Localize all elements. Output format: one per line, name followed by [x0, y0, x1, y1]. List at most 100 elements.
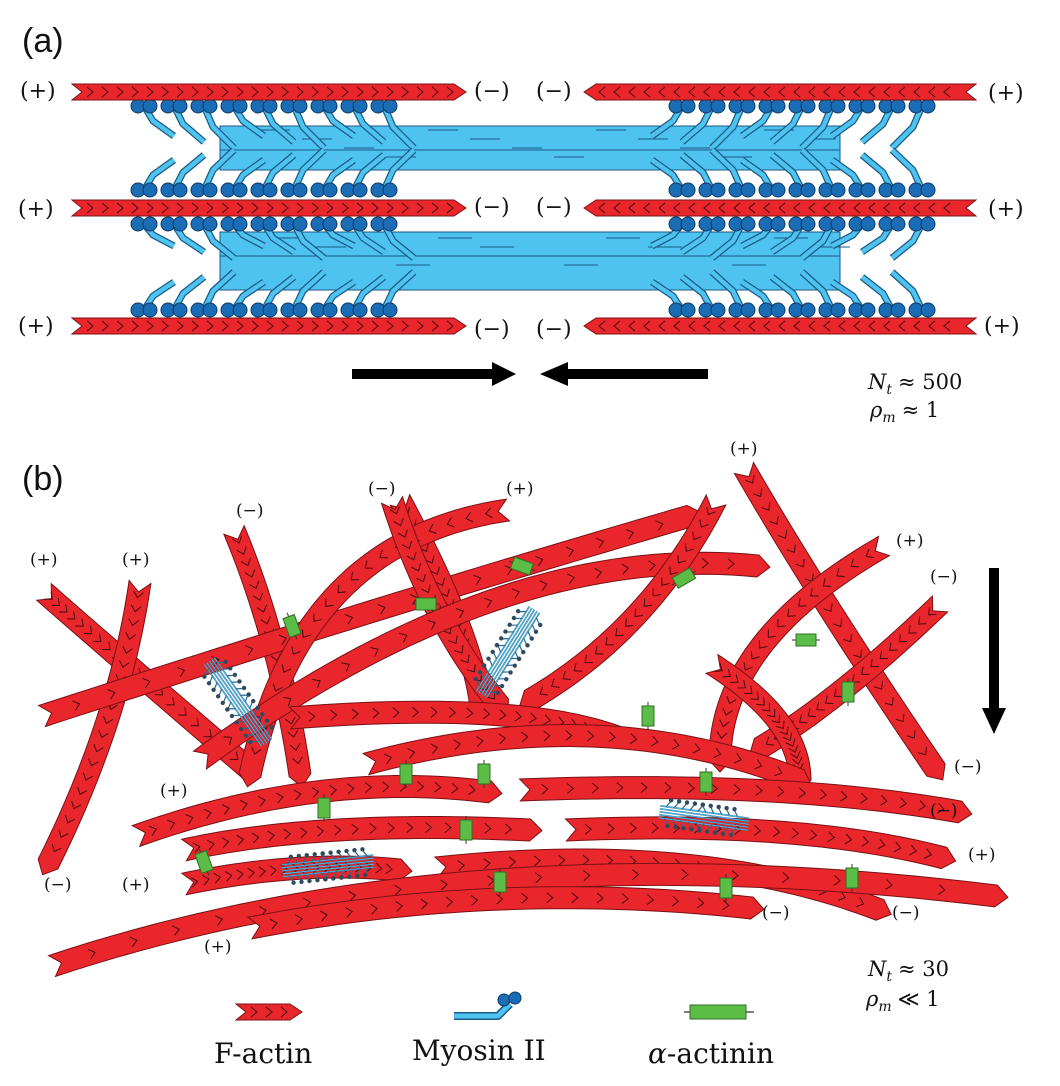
stat-symbol: N — [867, 957, 887, 981]
actin-filament — [380, 495, 510, 716]
panel-a-label: (a) — [22, 22, 64, 60]
alpha-actinin — [699, 768, 713, 796]
myosin-head — [920, 98, 936, 114]
myosin-head — [830, 302, 846, 318]
myosin-head — [770, 302, 786, 318]
myosin-head — [740, 98, 756, 114]
myosin-head — [860, 302, 876, 318]
myosin-head — [202, 216, 218, 232]
actin-filament — [131, 774, 503, 848]
actin-filament — [70, 83, 467, 101]
myosin-head — [830, 216, 846, 232]
stat-value: ≪ 1 — [898, 987, 940, 1011]
plus-end-label: (+) — [18, 314, 54, 339]
actin-filament — [518, 776, 973, 824]
myosin-head — [142, 182, 158, 198]
alpha-actinin — [477, 760, 491, 788]
myosin-head — [890, 216, 906, 232]
myosin-arm — [710, 105, 745, 150]
alpha-actinin — [493, 868, 507, 896]
stat-value: ≈ 1 — [902, 398, 940, 422]
myosin-head — [800, 182, 816, 198]
myosin-head — [920, 302, 936, 318]
alpha-actinin — [792, 633, 820, 647]
legend-actinin-text: -actinin — [667, 1037, 774, 1070]
myosin-head — [262, 302, 278, 318]
myosin-head — [262, 182, 278, 198]
svg-text:Nt≈ 500: Nt≈ 500 — [867, 370, 962, 398]
myosin-arm — [201, 105, 236, 150]
plus-end-label: (+) — [160, 781, 188, 801]
myosin-head — [382, 302, 398, 318]
myosin-head — [740, 182, 756, 198]
myosin-head — [202, 98, 218, 114]
myosin-head — [352, 98, 368, 114]
myosin-head — [830, 182, 846, 198]
myosin-head — [860, 98, 876, 114]
legend-myosin-icon — [454, 991, 522, 1020]
myosin-head — [680, 302, 696, 318]
actin-filament — [70, 317, 467, 335]
myosin-head — [680, 98, 696, 114]
myosin-bipolar-bundle — [130, 98, 936, 318]
alpha-actinin — [841, 678, 855, 706]
plus-end-label: (+) — [204, 937, 232, 957]
alpha-actinin — [845, 864, 859, 892]
plus-end-label: (+) — [20, 79, 56, 104]
myosin-head — [680, 216, 696, 232]
myosin-head — [202, 302, 218, 318]
myosin-head — [830, 98, 846, 114]
myosin-head — [800, 302, 816, 318]
myosin-head — [262, 216, 278, 232]
legend-actinin-label: α-actinin — [648, 1037, 774, 1070]
alpha-actinin — [194, 848, 214, 876]
myosin-minifilament — [473, 605, 543, 699]
minus-end-label: (−) — [930, 801, 958, 821]
myosin-arm — [291, 105, 326, 150]
contraction-arrow-b — [982, 568, 1006, 734]
alpha-actinin — [641, 702, 655, 730]
arrow-left-head — [540, 362, 568, 386]
legend-actinin-icon — [684, 1004, 754, 1020]
polarity-labels-b: (+) (+) (−) (−) (+) (+) (+) (−) (+) (−) … — [30, 439, 996, 957]
alpha-actinin — [719, 874, 733, 902]
plus-end-label: (+) — [122, 875, 150, 895]
myosin-head — [680, 182, 696, 198]
myosin-head — [292, 98, 308, 114]
myosin-head — [770, 216, 786, 232]
myosin-minifilament — [281, 847, 375, 885]
myosin-head — [202, 182, 218, 198]
actin-filament — [180, 815, 543, 862]
minus-end-label: (−) — [44, 875, 72, 895]
actin-filament — [583, 83, 978, 101]
svg-text:ρm≈ 1: ρm≈ 1 — [869, 398, 939, 426]
minus-end-label: (−) — [474, 195, 510, 220]
stat-subscript: t — [886, 969, 892, 985]
myosin-head — [292, 216, 308, 232]
minus-end-label: (−) — [536, 317, 572, 342]
plus-end-label: (+) — [988, 81, 1024, 106]
actin-filament — [192, 551, 771, 770]
myosin-arm — [381, 105, 416, 150]
myosin-head — [232, 302, 248, 318]
myosin-head — [710, 182, 726, 198]
myosin-head — [322, 182, 338, 198]
actin-filament — [583, 317, 978, 335]
panel-a: (a) (+) (−) (−) (+) (+) (−) (−) (+) (+) … — [18, 22, 1024, 426]
myosin-head — [382, 182, 398, 198]
stat-value: ≈ 30 — [898, 957, 949, 981]
minus-end-label: (−) — [930, 567, 958, 587]
myosin-head — [770, 182, 786, 198]
plus-end-label: (+) — [896, 531, 924, 551]
panel-b-label: (b) — [22, 460, 64, 498]
myosin-minifilament — [202, 657, 274, 747]
crosslinkers-b — [194, 556, 859, 902]
myosin-head — [172, 302, 188, 318]
actin-filaments-a — [70, 83, 978, 335]
minus-end-label: (−) — [368, 479, 396, 499]
plus-end-label: (+) — [30, 550, 58, 570]
myosin-arm — [890, 105, 925, 150]
minus-end-label: (−) — [536, 79, 572, 104]
myosin-head — [142, 302, 158, 318]
